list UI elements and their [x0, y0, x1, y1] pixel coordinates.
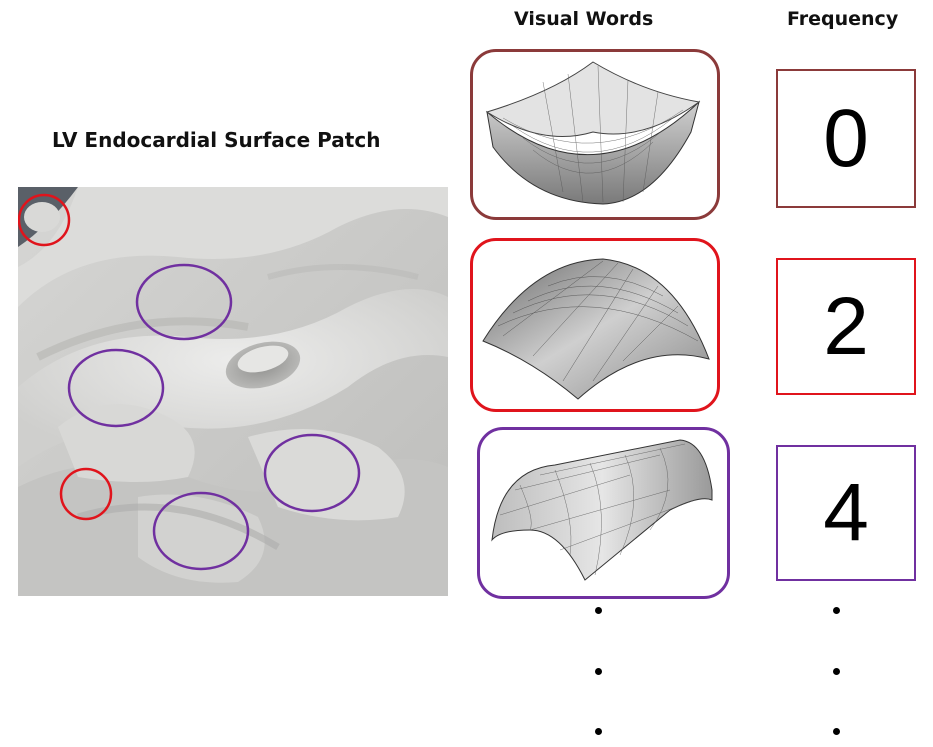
ridge-marker: [67, 348, 165, 428]
ellipsis-dot: [595, 668, 602, 675]
ridge-marker: [263, 433, 361, 513]
visual-word-cap: [470, 238, 720, 412]
cup-icon: [485, 61, 701, 205]
ellipsis-dot: [595, 607, 602, 614]
ellipsis-dot: [833, 607, 840, 614]
frequency-ridge: 4: [776, 445, 916, 581]
surface-patch-image: [18, 187, 448, 596]
ellipsis-dot: [833, 728, 840, 735]
ellipsis-dot: [595, 728, 602, 735]
frequency-title: Frequency: [787, 8, 899, 30]
surface-patch-drawing: [18, 187, 448, 596]
frequency-cap: 2: [776, 258, 916, 395]
visual-words-title: Visual Words: [514, 8, 654, 30]
cap-marker: [18, 193, 71, 247]
cap-marker: [59, 467, 113, 521]
frequency-cup: 0: [776, 69, 916, 208]
ridge-marker: [152, 491, 250, 571]
patch-title: LV Endocardial Surface Patch: [52, 128, 381, 152]
visual-word-cup: [470, 49, 720, 220]
ridge-marker: [135, 263, 233, 341]
ridge-icon: [491, 439, 713, 581]
cap-icon: [482, 258, 710, 400]
ellipsis-dot: [833, 668, 840, 675]
visual-word-ridge: [477, 427, 730, 599]
